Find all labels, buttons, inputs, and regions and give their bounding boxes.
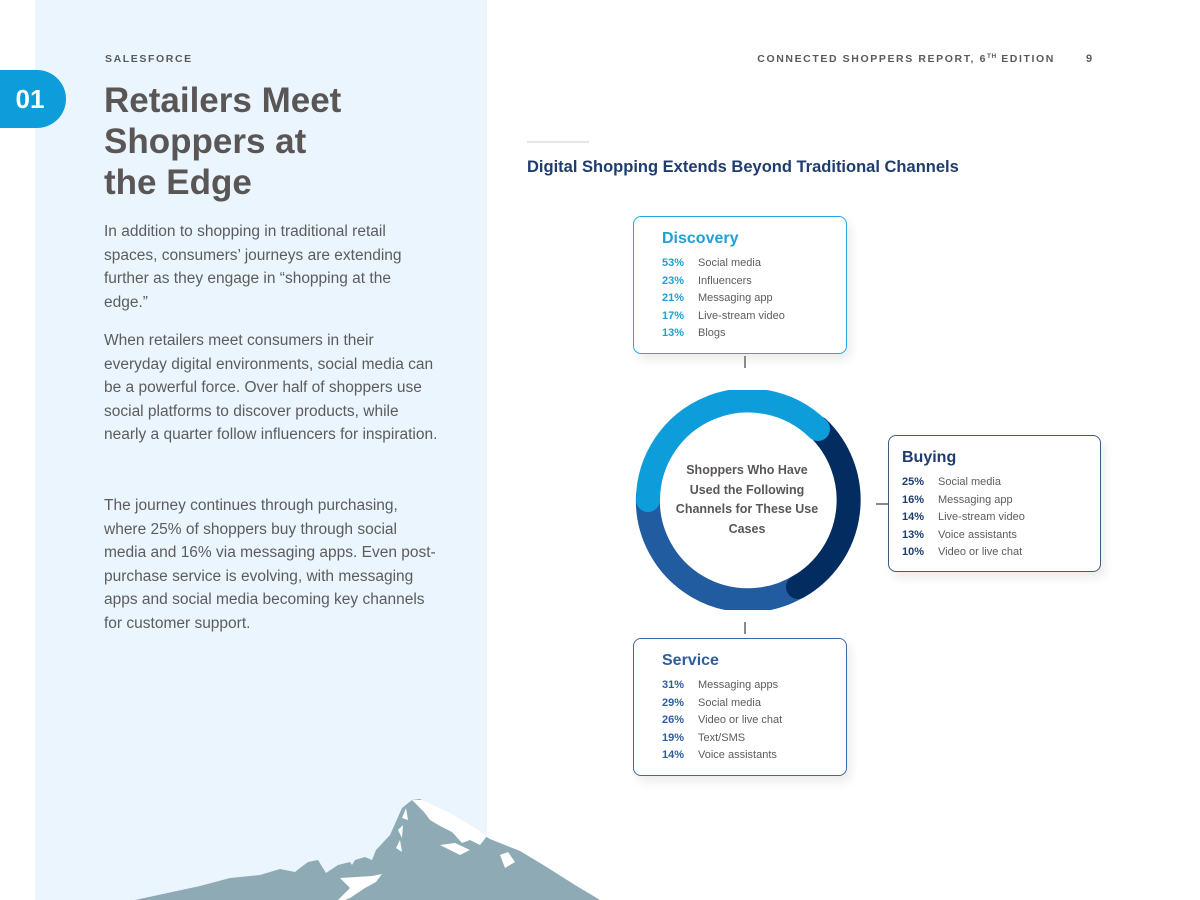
left-panel [35, 0, 487, 900]
channel-label: Live-stream video [938, 511, 1025, 523]
social-media-paragraph: When retailers meet consumers in their e… [104, 332, 438, 443]
percentage: 14% [902, 511, 925, 523]
service-segment [635, 483, 813, 610]
buying-card: Buying 25%Social media 16%Messaging app … [888, 435, 1101, 572]
list-item: 17% Live-stream video [662, 308, 846, 326]
channel-label: Social media [698, 696, 761, 709]
percentage: 13% [662, 327, 685, 339]
channel-label: Blogs [698, 327, 726, 339]
percentage: 14% [662, 749, 685, 761]
list-item: 10% Video or live chat [902, 544, 1100, 562]
percentage: 53% [662, 257, 685, 269]
list-item: 13% Blogs [662, 325, 846, 343]
list-item: 26% Video or live chat [662, 712, 846, 730]
list-item: 16% Messaging app [902, 492, 1100, 510]
service-card: Service 31% Messaging apps 29% Social medi… [633, 638, 847, 776]
title-line-2: Shoppers at [104, 122, 307, 161]
channel-label: Video or live chat [698, 714, 783, 726]
percentage: 13% [902, 528, 925, 541]
service-connector [744, 622, 746, 634]
journey-paragraph: The journey continues through purchasing… [104, 497, 436, 632]
use-case-donut-ring [635, 390, 861, 610]
channel-label: Messaging app [938, 493, 1013, 506]
discovery-card: Discovery 53% Social media 23% Influencers… [633, 216, 847, 354]
running-head: CONNECTED SHOPPERS REPORT, 6TH EDITION [757, 53, 1055, 65]
title-line-3: the Edge [104, 163, 252, 202]
list-item: 13% Voice assistants [902, 527, 1100, 545]
list-item: 14% Voice assistants [662, 747, 846, 765]
list-item: 21% Messaging app [662, 290, 846, 308]
list-item: 25% Social media [902, 474, 1100, 492]
service-card-title: Service [662, 652, 719, 669]
percentage: 16% [902, 493, 925, 506]
percentage: 31% [662, 679, 685, 691]
discovery-segment [636, 390, 830, 512]
list-item: 14% Live-stream video [902, 509, 1100, 527]
figure-title: Digital Shopping Extends Beyond Traditio… [527, 158, 959, 176]
buying-connector [876, 503, 888, 505]
title-line-1: Retailers Meet [104, 81, 342, 120]
intro-paragraph: In addition to shopping in traditional r… [104, 223, 402, 311]
percentage: 21% [662, 292, 685, 304]
report-title-sup: TH [987, 53, 997, 60]
channel-label: Social media [938, 476, 1001, 488]
list-item: 19% Text/SMS [662, 730, 846, 748]
chapter-number: 01 [15, 83, 45, 114]
percentage: 23% [662, 274, 685, 287]
page-number: 9 [1086, 53, 1093, 65]
title-rule [527, 141, 589, 143]
report-title-suffix: EDITION [996, 53, 1055, 65]
percentage: 19% [662, 731, 685, 744]
percentage: 26% [662, 714, 685, 726]
list-item: 53% Social media [662, 255, 846, 273]
channel-label: Text/SMS [698, 731, 746, 744]
list-item: 23% Influencers [662, 273, 846, 291]
channel-label: Voice assistants [698, 749, 777, 761]
channel-label: Video or live chat [938, 546, 1023, 558]
channel-label: Influencers [698, 274, 752, 287]
donut-center-label: Shoppers Who Have Used the Following Cha… [675, 463, 819, 536]
percentage: 29% [662, 696, 685, 709]
channel-label: Voice assistants [938, 528, 1017, 541]
percentage: 10% [902, 546, 925, 558]
percentage: 25% [902, 476, 925, 488]
brand-label: SALESFORCE [105, 53, 193, 65]
report-title-prefix: CONNECTED SHOPPERS REPORT, 6 [757, 53, 988, 65]
chapter-number-badge: 01 [0, 70, 66, 128]
discovery-card-title: Discovery [662, 230, 739, 247]
channel-label: Live-stream video [698, 309, 785, 322]
list-item: 29% Social media [662, 695, 846, 713]
channel-label: Messaging apps [698, 679, 779, 691]
buying-segment [786, 416, 861, 599]
channel-label: Social media [698, 257, 761, 269]
percentage: 17% [662, 309, 685, 322]
discovery-connector [744, 356, 746, 368]
list-item: 31% Messaging apps [662, 677, 846, 695]
page-title: Retailers Meet Shoppers at the Edge [104, 80, 434, 203]
buying-card-title: Buying [902, 449, 957, 466]
channel-label: Messaging app [698, 292, 773, 304]
